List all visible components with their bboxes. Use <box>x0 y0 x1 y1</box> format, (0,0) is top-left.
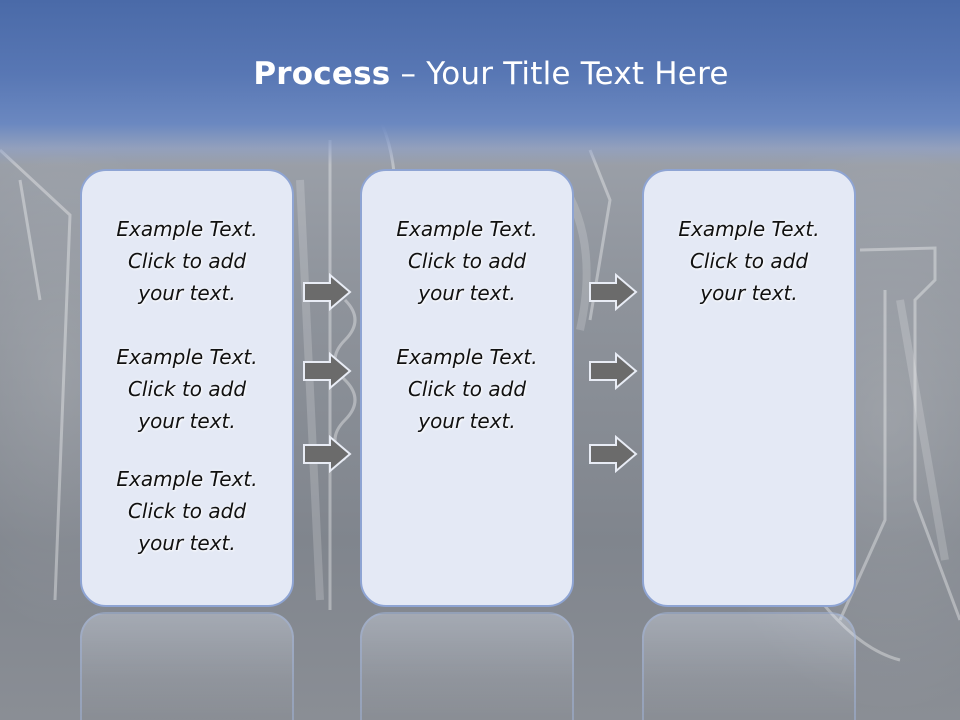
slide-title[interactable]: Process – Your Title Text Here <box>0 56 960 92</box>
text-line: Click to add <box>407 377 527 401</box>
right-arrow-icon[interactable] <box>302 273 352 311</box>
text-placeholder[interactable]: Example Text. Click to add your text. <box>644 213 854 309</box>
title-bar <box>0 0 960 165</box>
text-line: your text. <box>138 409 236 433</box>
text-line: your text. <box>418 409 516 433</box>
box-reflection <box>360 612 574 720</box>
text-line: Click to add <box>407 249 527 273</box>
box-reflection <box>80 612 294 720</box>
text-line: Click to add <box>127 377 247 401</box>
title-bold-part: Process <box>253 56 391 92</box>
right-arrow-icon[interactable] <box>588 352 638 390</box>
text-line: Example Text. <box>396 345 538 369</box>
right-arrow-icon[interactable] <box>588 435 638 473</box>
text-placeholder[interactable]: Example Text. Click to add your text. <box>82 463 292 559</box>
text-placeholder[interactable]: Example Text. Click to add your text. <box>362 213 572 309</box>
text-line: Example Text. <box>116 217 258 241</box>
text-placeholder[interactable]: Example Text. Click to add your text. <box>362 341 572 437</box>
text-line: your text. <box>138 281 236 305</box>
text-line: Example Text. <box>678 217 820 241</box>
process-step-box-1[interactable]: Example Text. Click to add your text. Ex… <box>80 169 294 607</box>
right-arrow-icon[interactable] <box>588 273 638 311</box>
text-line: Example Text. <box>396 217 538 241</box>
text-line: Example Text. <box>116 467 258 491</box>
text-line: Click to add <box>689 249 809 273</box>
right-arrow-icon[interactable] <box>302 435 352 473</box>
title-rest-part: – Your Title Text Here <box>390 56 729 92</box>
text-line: your text. <box>700 281 798 305</box>
text-placeholder[interactable]: Example Text. Click to add your text. <box>82 341 292 437</box>
text-line: Click to add <box>127 499 247 523</box>
text-placeholder[interactable]: Example Text. Click to add your text. <box>82 213 292 309</box>
text-line: your text. <box>418 281 516 305</box>
text-line: your text. <box>138 531 236 555</box>
process-step-box-3[interactable]: Example Text. Click to add your text. <box>642 169 856 607</box>
right-arrow-icon[interactable] <box>302 352 352 390</box>
process-step-box-2[interactable]: Example Text. Click to add your text. Ex… <box>360 169 574 607</box>
text-line: Click to add <box>127 249 247 273</box>
box-reflection <box>642 612 856 720</box>
text-line: Example Text. <box>116 345 258 369</box>
